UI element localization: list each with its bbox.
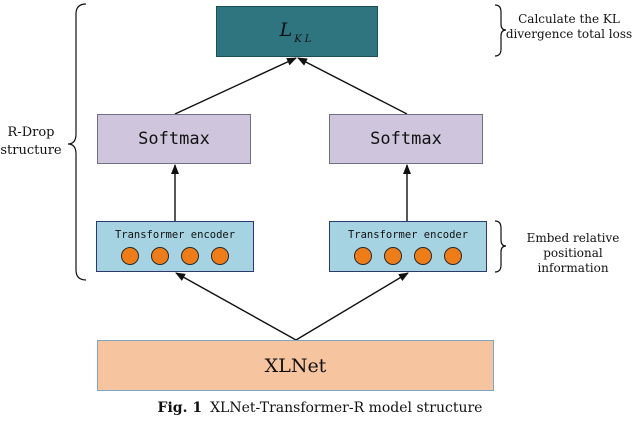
encoder-title-right: Transformer encoder (347, 229, 469, 241)
rdrop-brace (67, 3, 87, 281)
figure-caption: Fig. 1 XLNet-Transformer-R model structur… (0, 400, 640, 416)
encoder-node (354, 247, 372, 265)
arrow-xlnet-to-right-encoder (295, 272, 409, 341)
xlnet-box: XLNet (97, 340, 494, 391)
encoder-node (384, 247, 402, 265)
arrow-xlnet-to-left-encoder (175, 272, 297, 341)
softmax-box-right: Softmax (329, 114, 483, 164)
caption-text: XLNet-Transformer-R model structure (210, 400, 483, 416)
kl-brace (494, 4, 507, 57)
encoder-node (121, 247, 139, 265)
encoder-node (211, 247, 229, 265)
encoder-title-left: Transformer encoder (114, 229, 236, 241)
rdrop-annotation: R-Drop structure (0, 125, 62, 158)
embed-brace (494, 220, 507, 273)
transformer-encoder-box-right: Transformer encoder (329, 221, 487, 272)
encoder-node (151, 247, 169, 265)
encoder-nodes-left (121, 247, 229, 265)
caption-label: Fig. 1 (157, 400, 203, 416)
encoder-node (181, 247, 199, 265)
encoder-nodes-right (354, 247, 462, 265)
arrow-right-softmax-to-loss (297, 57, 408, 115)
kl-loss-symbol: L (279, 18, 293, 41)
encoder-node (414, 247, 432, 265)
arrow-left-softmax-to-loss (174, 57, 297, 115)
encoder-node (444, 247, 462, 265)
embed-annotation: Embed relative positional information (526, 231, 620, 275)
softmax-box-left: Softmax (97, 114, 251, 164)
kl-loss-subscript: KL (294, 33, 315, 45)
kl-annotation: Calculate the KL divergence total loss (505, 12, 633, 41)
transformer-encoder-box-left: Transformer encoder (96, 221, 254, 272)
